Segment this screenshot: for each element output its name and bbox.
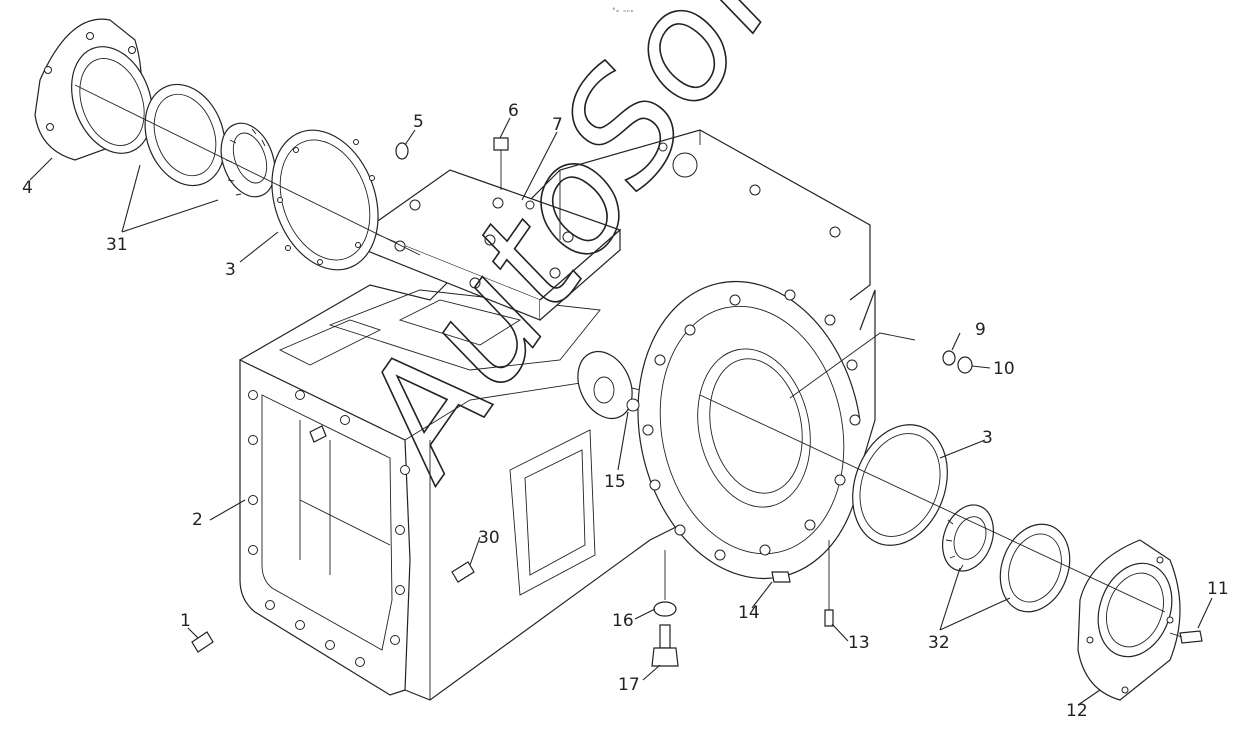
right-parts xyxy=(651,332,1203,701)
label-32: 32 xyxy=(928,633,950,653)
label-3-right: 3 xyxy=(982,428,993,448)
part-labels: 4 31 3 5 6 7 2 1 30 15 16 17 14 13 9 10 … xyxy=(22,101,1229,721)
label-16: 16 xyxy=(612,611,634,631)
label-30: 30 xyxy=(478,528,500,548)
label-12: 12 xyxy=(1066,701,1088,721)
label-7: 7 xyxy=(552,115,563,135)
left-parts xyxy=(34,18,509,653)
label-9: 9 xyxy=(975,320,986,340)
header-mark: ⁰ₐ ₙₙₒ xyxy=(612,7,634,14)
label-17: 17 xyxy=(618,675,640,695)
leader-lines xyxy=(29,117,1213,706)
label-3-left: 3 xyxy=(225,260,236,280)
label-31: 31 xyxy=(106,235,128,255)
label-5: 5 xyxy=(413,112,424,132)
label-4: 4 xyxy=(22,178,33,198)
label-2: 2 xyxy=(192,510,203,530)
transmission-housing xyxy=(239,129,876,701)
label-1: 1 xyxy=(180,611,191,631)
label-15: 15 xyxy=(604,472,626,492)
label-10: 10 xyxy=(993,359,1015,379)
label-6: 6 xyxy=(508,101,519,121)
label-13: 13 xyxy=(848,633,870,653)
label-14: 14 xyxy=(738,603,760,623)
label-11: 11 xyxy=(1207,579,1229,599)
